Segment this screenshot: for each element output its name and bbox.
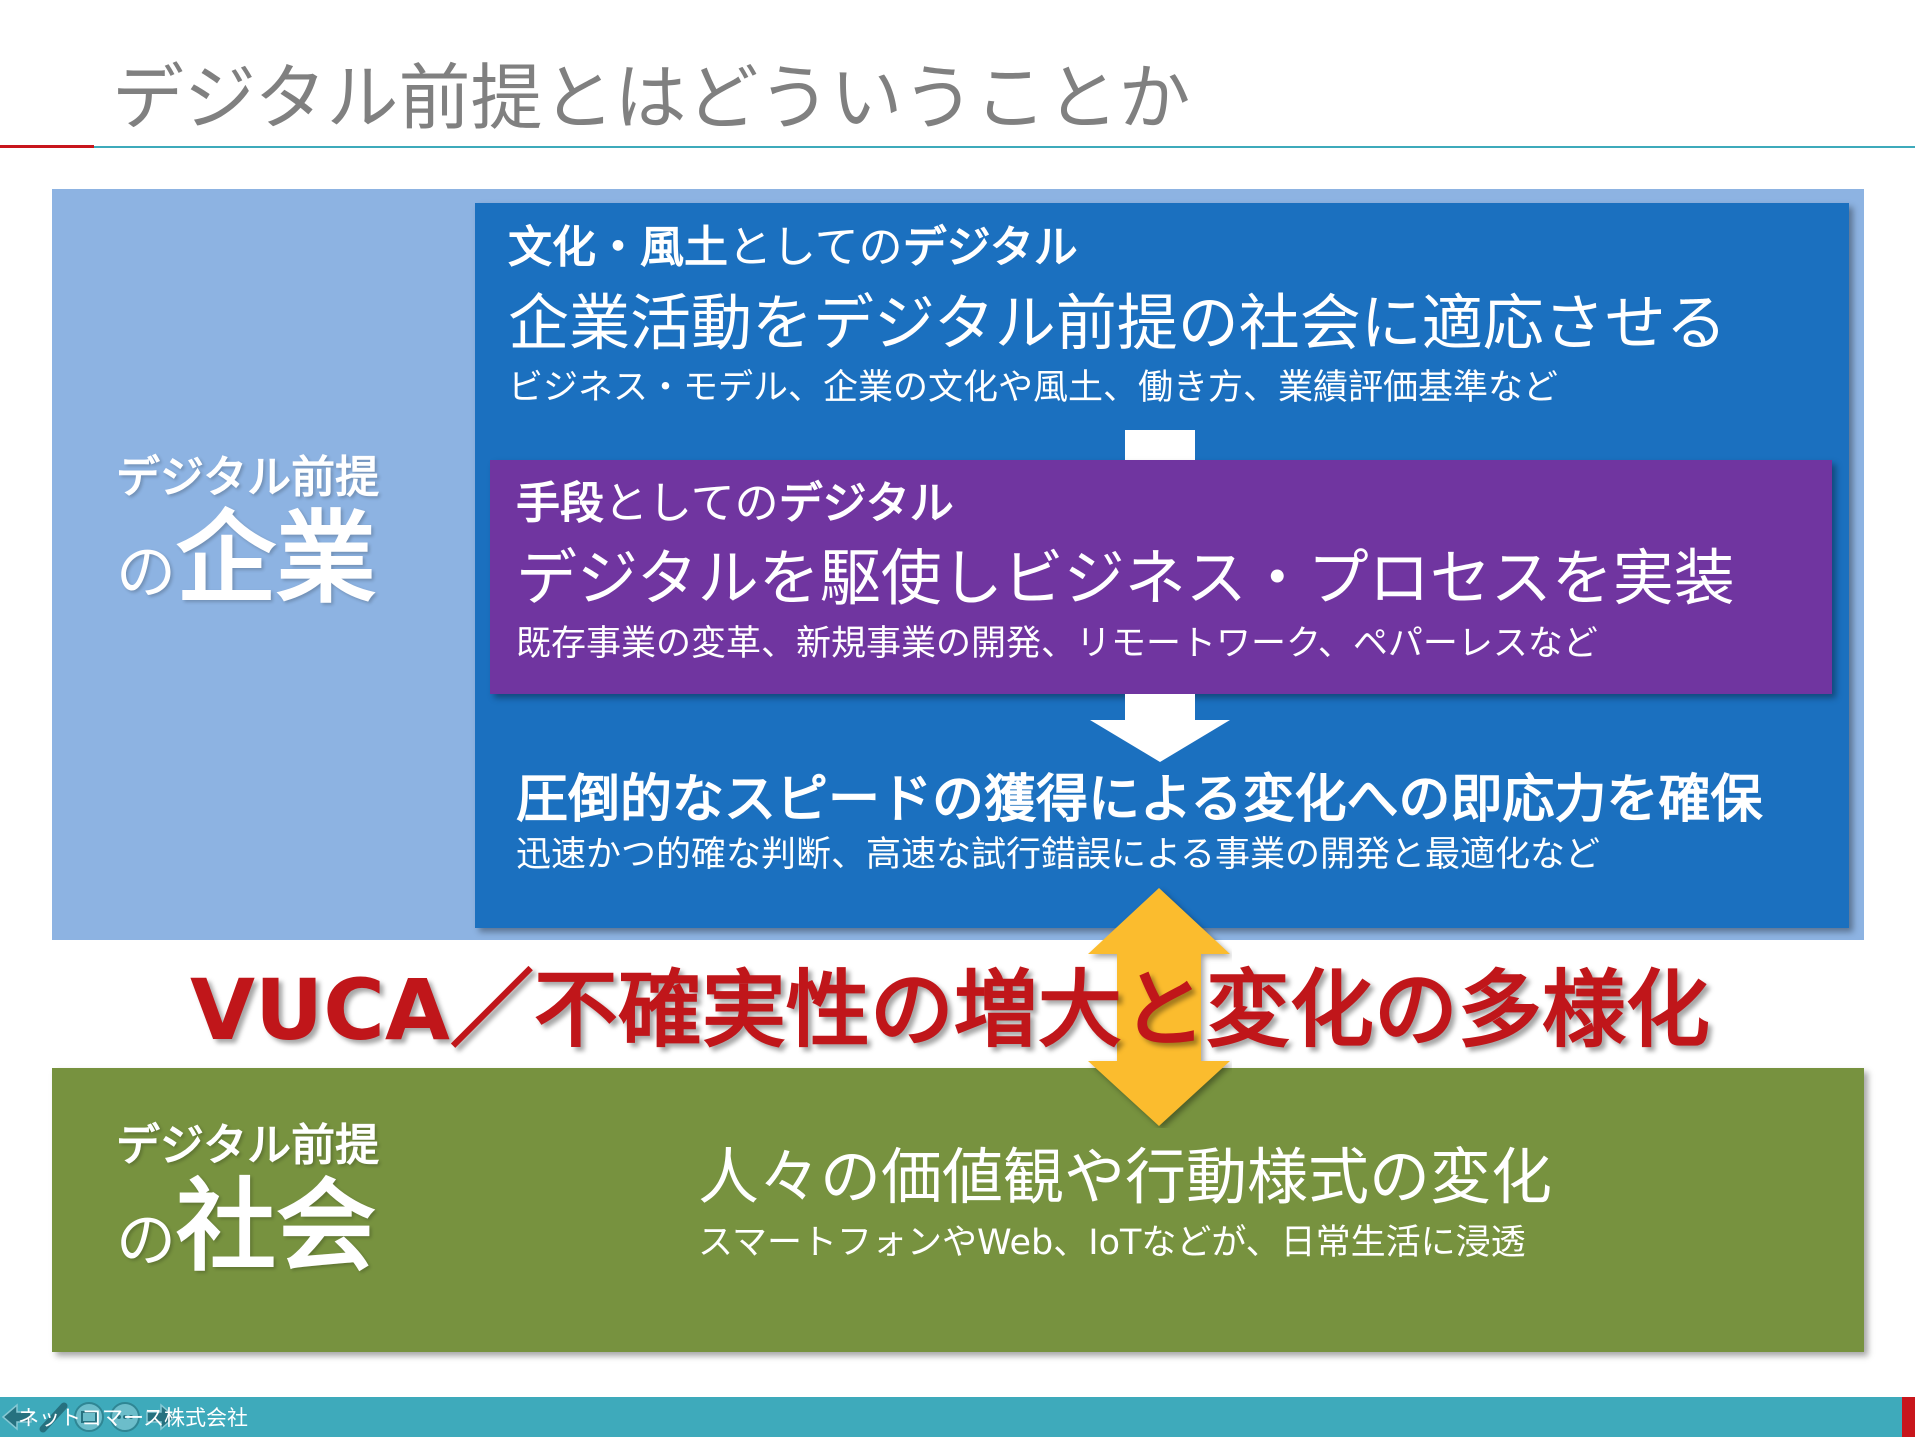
corporate-label: デジタル前提 の企業: [116, 452, 379, 643]
society-label-line1: デジタル前提: [116, 1120, 380, 1171]
society-label: デジタル前提 の社会: [116, 1120, 379, 1311]
society-sub: スマートフォンやWeb、IoTなどが、日常生活に浸透: [698, 1223, 1526, 1263]
slideshow-controls: [0, 1400, 178, 1436]
means-heading-bold1: 手段: [516, 478, 604, 529]
means-digital-panel: [490, 460, 1832, 694]
vuca-headline: VUCA／不確実性の増大と変化の多様化: [190, 961, 1710, 1059]
corporate-label-particle: の: [116, 538, 176, 608]
culture-sub: ビジネス・モデル、企業の文化や風土、働き方、業績評価基準など: [508, 368, 1559, 408]
culture-heading-bold1: 文化・風土: [508, 222, 728, 273]
flow-connector: [1125, 430, 1195, 460]
society-panel: [52, 1068, 1864, 1352]
culture-heading-bold2: デジタル: [902, 222, 1078, 273]
title-rule: [94, 146, 1915, 148]
speed-sub: 迅速かつ的確な判断、高速な試行錯誤による事業の開発と最適化など: [516, 835, 1600, 875]
means-sub: 既存事業の変革、新規事業の開発、リモートワーク、ペパーレスなど: [516, 624, 1598, 664]
means-heading: 手段としてのデジタル: [516, 476, 954, 532]
corporate-label-line1: デジタル前提: [116, 452, 380, 503]
corporate-label-main: 企業: [176, 500, 376, 617]
society-label-particle: の: [116, 1206, 176, 1276]
means-heading-bold2: デジタル: [778, 478, 954, 529]
arrow-down-icon: [1090, 694, 1230, 762]
bidirectional-arrow-icon: [1088, 888, 1230, 1126]
slide-title: デジタル前提とはどういうことか: [112, 56, 1191, 140]
footer-accent: [1902, 1397, 1915, 1437]
means-main: デジタルを駆使しビジネス・プロセスを実装: [516, 543, 1735, 614]
previous-icon[interactable]: [0, 1400, 34, 1434]
more-icon[interactable]: [108, 1400, 142, 1434]
pen-icon[interactable]: [36, 1400, 70, 1434]
society-main: 人々の価値観や行動様式の変化: [698, 1142, 1553, 1213]
culture-main: 企業活動をデジタル前提の社会に適応させる: [508, 288, 1727, 359]
title-rule-accent: [0, 145, 94, 148]
footer-bar: [0, 1397, 1902, 1437]
next-icon[interactable]: [144, 1400, 178, 1434]
speed-main: 圧倒的なスピードの獲得による変化への即応力を確保: [516, 770, 1763, 830]
culture-heading-regular: としての: [728, 222, 903, 273]
means-heading-regular: としての: [604, 478, 779, 529]
culture-heading: 文化・風土としてのデジタル: [508, 220, 1078, 276]
footer-company: ネットコマース株式会社: [18, 1406, 248, 1430]
society-label-main: 社会: [176, 1168, 376, 1285]
slides-icon[interactable]: [72, 1400, 106, 1434]
